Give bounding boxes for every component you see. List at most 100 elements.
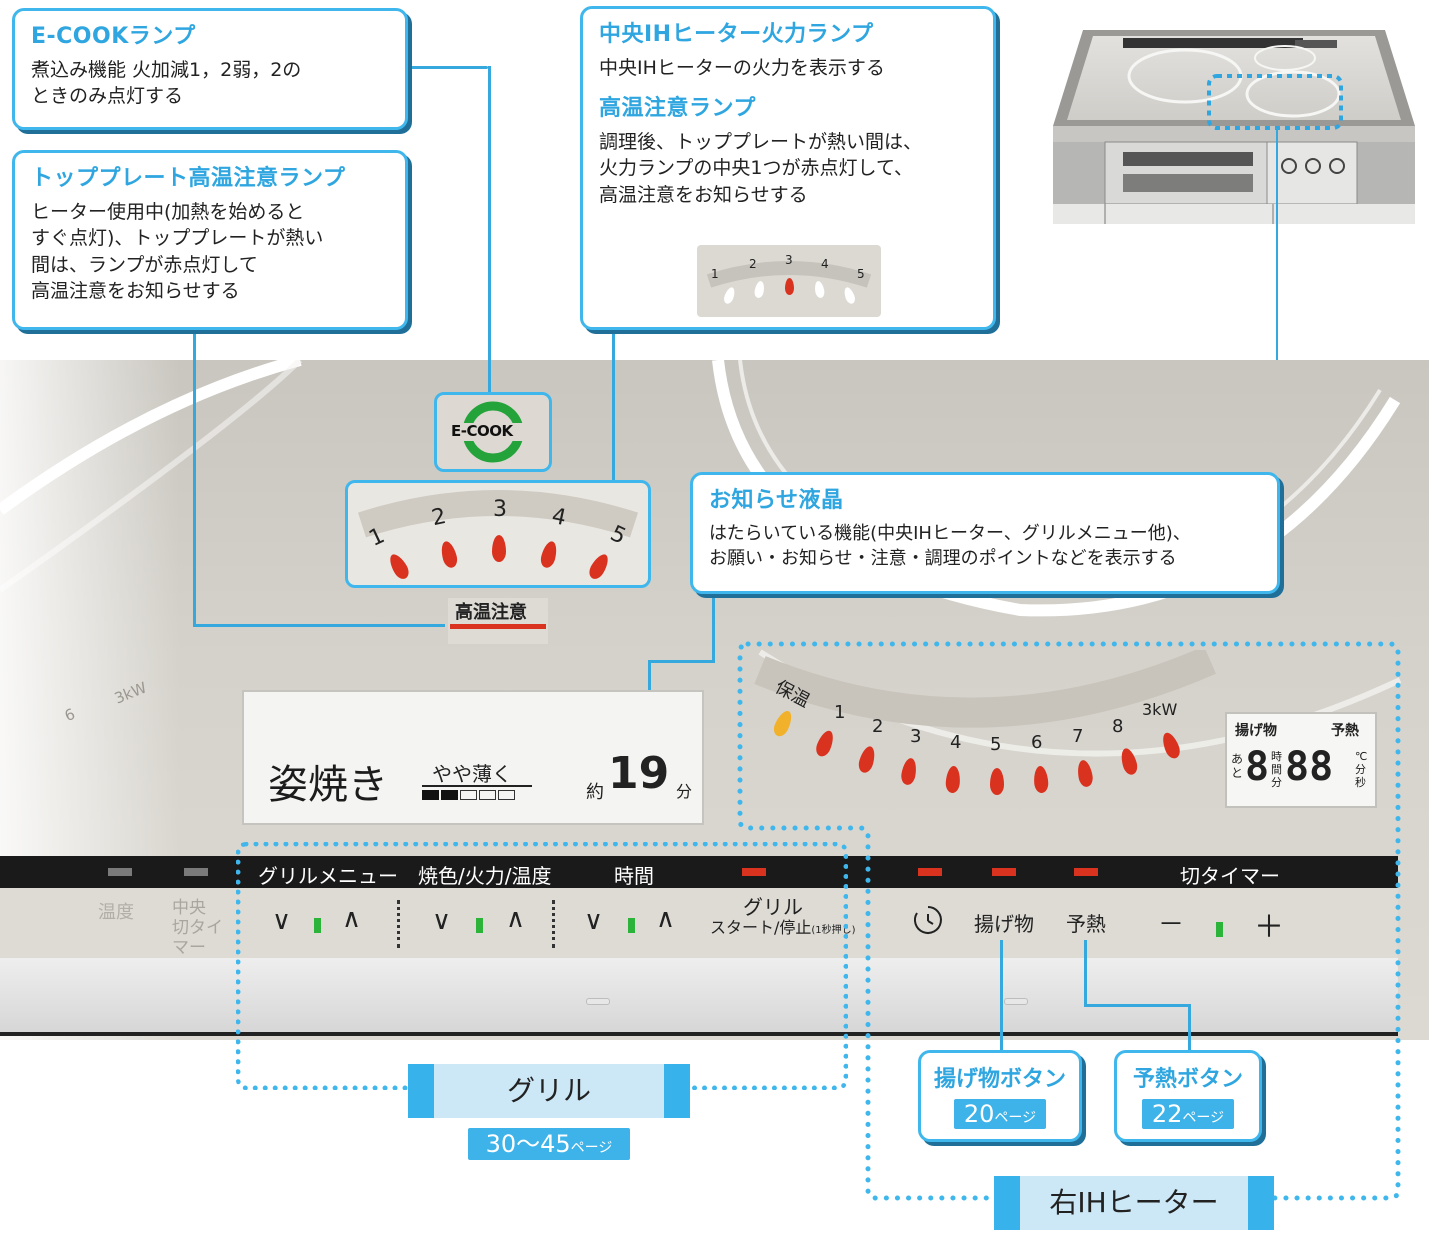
strip-time: 時間 [614,864,654,888]
ecook-logo-icon [461,401,525,463]
color-led [476,918,483,933]
lcd-level-seg-4 [479,790,496,800]
lcd-level-seg-2 [441,790,458,800]
ecook-callout-body: 煮込み機能 火加減1，2弱，2の ときのみ点灯する [31,58,302,108]
mini-lamp-num-5: 5 [857,267,865,281]
strip-cut-timer: 切タイマー [1180,864,1280,888]
divider-2 [552,900,555,948]
lcd-leader-v [712,594,715,662]
thumbnail-leader [1276,128,1278,360]
cut-timer-led [1216,922,1223,937]
timer-lcd-unit2: ℃分秒 [1355,750,1368,789]
time-led [628,918,635,933]
color-up-button[interactable]: ∧ [506,904,526,934]
strip-color-power-temp: 焼色/火力/温度 [418,864,552,888]
preheat-page: 22 [1151,1100,1183,1128]
strip-grill-menu: グリルメニュー [258,864,398,888]
time-down-button[interactable]: ∨ [584,906,604,936]
preheat-button[interactable]: 予熱 [1066,912,1106,936]
fry-leader [1000,940,1003,1052]
timer-lcd-fry: 揚げ物 [1235,723,1277,739]
grill-menu-up-button[interactable]: ∧ [342,904,362,934]
scale-label-8: 8 [1112,716,1124,737]
fry-page-suffix: ページ [994,1110,1037,1126]
timer-led [918,868,942,876]
scale-label-4: 4 [950,732,962,753]
scale-label-5: 5 [990,734,1002,755]
preheat-leader-h [1084,1004,1190,1007]
fry-page-badge[interactable]: 20ページ [953,1099,1047,1129]
faint-led-1 [108,868,132,876]
grill-start-led [742,868,766,876]
ecook-lamp: E-COOK [434,392,552,472]
right-ih-tag: 右IHヒーター [994,1176,1274,1230]
caution-label: 高温注意 [455,602,527,623]
mini-lamp-num-1: 1 [711,267,719,281]
label-strip [0,856,1398,888]
center-lamp-arc [358,490,638,538]
divider-1 [397,900,400,948]
ecook-logo-text: E-COOK [451,422,513,440]
color-down-button[interactable]: ∨ [432,906,452,936]
topplate-leader-v [193,328,196,626]
grill-pages-badge[interactable]: 30〜45ページ [468,1128,630,1160]
lcd-level-underline [422,785,532,787]
scale-label-1: 1 [834,702,846,723]
center-lamp-callout: 中央IHヒーター火力ランプ 中央IHヒーターの火力を表示する 高温注意ランプ 調… [580,6,996,330]
grill-start-stop-button[interactable]: グリル スタート/停止(1秒押し) [710,896,856,941]
center-leader [612,330,615,482]
button-row [0,888,1398,958]
ecook-callout-title: E-COOKランプ [31,24,196,49]
front-edge [0,1032,1398,1036]
lcd-callout-title: お知らせ液晶 [709,488,844,513]
notice-lcd: 姿焼き やや薄く 約 19 分 [242,690,704,825]
preheat-page-badge[interactable]: 22ページ [1141,1099,1235,1129]
mini-lamp-num-4: 4 [821,257,829,271]
grill-menu-led [314,918,321,933]
center-lamp-callout-title: 中央IHヒーター火力ランプ [599,22,874,47]
timer-lcd-minutes: 88 [1285,744,1334,790]
fry-led [992,868,1016,876]
lcd-level-seg-5 [498,790,515,800]
lcd-level: やや薄く [432,762,512,786]
lcd-level-seg-1 [422,790,439,800]
grill-start-stop-text: スタート/停止 [710,918,812,937]
grill-menu-down-button[interactable]: ∨ [272,906,292,936]
caution-lamp-body: 調理後、トッププレートが熱い間は、 火力ランプの中央1つが赤点灯して、 高温注意… [599,130,923,206]
mini-lamp-3 [785,278,794,295]
right-ih-group-outline [737,641,1401,1201]
timer-lcd-hours: 8 [1245,744,1270,790]
ecook-leader-v [488,66,491,392]
fry-button[interactable]: 揚げ物 [974,912,1034,936]
faint-center-timer: 中央 切タイマー [172,898,232,958]
lcd-level-bar [422,790,515,800]
faint-center-label: 中央 [172,898,206,918]
mini-lamp-arc [706,261,872,288]
grill-slot [586,998,610,1005]
lcd-leader-h [648,660,715,663]
mini-lamp-num-3: 3 [785,253,793,267]
timer-minus-button[interactable]: － [1158,910,1185,940]
timer-lcd: 揚げ物 予熱 あと 8 時間分 88 ℃分秒 [1225,712,1377,808]
fry-button-callout: 揚げ物ボタン 20ページ [918,1050,1082,1142]
timer-plus-button[interactable]: ＋ [1254,910,1284,945]
timer-lcd-remain: あと [1231,752,1244,780]
preheat-leader-v [1084,940,1087,1006]
scale-label-6: 6 [1031,732,1043,753]
fry-page: 20 [963,1100,995,1128]
preheat-button-callout-title: 予熱ボタン [1132,1067,1243,1092]
caution-lamp-title: 高温注意ランプ [599,96,756,122]
right-ih-scale-arc [754,650,1216,728]
grill-pages-suffix: ページ [570,1140,613,1156]
cooktop-thumbnail [1053,30,1415,224]
scale-label-7: 7 [1072,726,1084,747]
right-lamp-5 [990,768,1004,795]
center-ih-power-lamp: 1 2 3 4 5 [345,480,651,588]
ecook-callout: E-COOKランプ 煮込み機能 火加減1，2弱，2の ときのみ点灯する [12,8,408,130]
topplate-callout-body: ヒーター使用中(加熱を始めると すぐ点灯)、トッププレートが熱い 間は、ランプが… [31,200,324,303]
scale-label-3kw: 3kW [1142,700,1178,719]
timer-clock-icon[interactable] [912,904,944,936]
lcd-unit: 分 [676,782,693,801]
time-up-button[interactable]: ∧ [656,904,676,934]
ecook-leader-h [408,66,488,69]
